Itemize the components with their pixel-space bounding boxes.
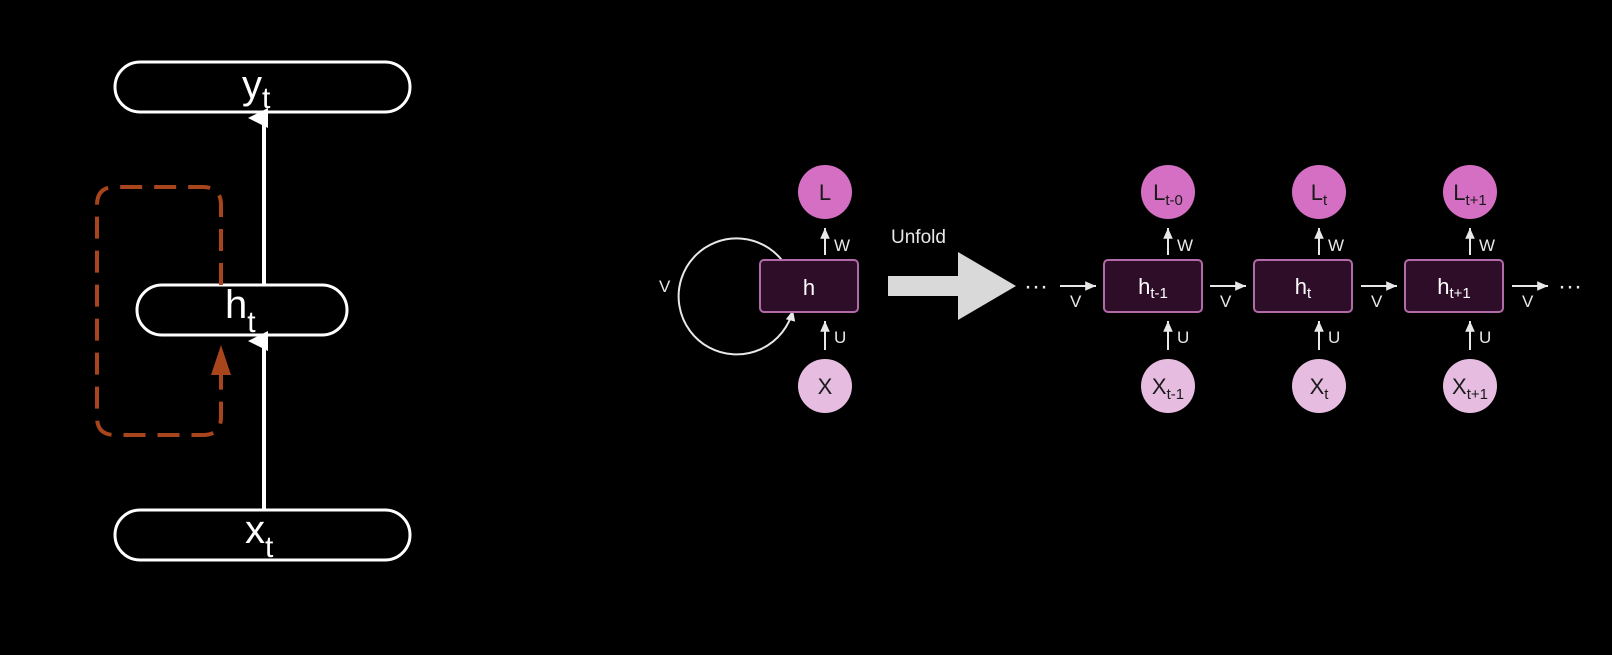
rolled-loss-node bbox=[798, 165, 852, 219]
recurrent-loop-arrowhead bbox=[211, 345, 231, 375]
step-loss-node bbox=[1141, 165, 1195, 219]
step-hidden-node bbox=[1253, 259, 1353, 313]
self-loop-v-label: V bbox=[659, 277, 671, 296]
svg-text:V: V bbox=[1522, 292, 1534, 311]
step-u-label: U bbox=[1328, 328, 1340, 347]
step-input-label: Xt-1 bbox=[1152, 374, 1184, 403]
input-label: xt bbox=[245, 508, 274, 564]
rolled-u-label: U bbox=[834, 328, 846, 347]
unfold-label: Unfold bbox=[891, 227, 946, 248]
step-loss-label: Lt+1 bbox=[1453, 180, 1487, 209]
hidden-label: ht bbox=[225, 283, 256, 339]
step-loss-node bbox=[1292, 165, 1346, 219]
step-loss-label: Lt bbox=[1311, 180, 1328, 209]
step-w-label: W bbox=[1328, 236, 1344, 255]
time-step-1: Lt W ht U Xt bbox=[1253, 165, 1353, 413]
step-loss-label: Lt-0 bbox=[1153, 180, 1183, 209]
rolled-w-label: W bbox=[834, 236, 850, 255]
step-hidden-node bbox=[1103, 259, 1203, 313]
hidden-node bbox=[135, 283, 349, 337]
chain-v-arrow-1: V bbox=[1210, 281, 1246, 311]
rolled-hidden-node bbox=[759, 259, 859, 313]
step-hidden-node bbox=[1404, 259, 1504, 313]
rolled-input-label: X bbox=[818, 374, 833, 399]
step-hidden-label: ht+1 bbox=[1437, 274, 1471, 302]
step-hidden-label: ht-1 bbox=[1138, 274, 1168, 302]
step-input-node bbox=[1292, 359, 1346, 413]
step-loss-node bbox=[1443, 165, 1497, 219]
svg-text:V: V bbox=[1220, 292, 1232, 311]
unrolled-chain: ··· ··· V V V V Lt-0 W ht-1 U bbox=[1024, 165, 1582, 413]
chain-v-arrow-0: V bbox=[1060, 281, 1096, 311]
step-u-label: U bbox=[1479, 328, 1491, 347]
rolled-hidden-label: h bbox=[803, 275, 815, 300]
rolled-loss-label: L bbox=[819, 180, 831, 205]
step-u-label: U bbox=[1177, 328, 1189, 347]
trailing-ellipsis: ··· bbox=[1558, 273, 1582, 300]
step-w-label: W bbox=[1479, 236, 1495, 255]
left-rnn-diagram: yt ht xt bbox=[95, 60, 412, 564]
leading-ellipsis: ··· bbox=[1024, 273, 1048, 300]
unfold-transition: Unfold bbox=[888, 227, 1016, 320]
recurrent-loop bbox=[95, 185, 223, 437]
step-input-node bbox=[1443, 359, 1497, 413]
chain-v-arrow-3: V bbox=[1512, 281, 1548, 311]
rolled-rnn: V L W h U X bbox=[659, 165, 859, 413]
step-input-node bbox=[1141, 359, 1195, 413]
time-step-2: Lt+1 W ht+1 U Xt+1 bbox=[1404, 165, 1504, 413]
step-hidden-label: ht bbox=[1295, 274, 1312, 302]
time-step-0: Lt-0 W ht-1 U Xt-1 bbox=[1103, 165, 1203, 413]
rolled-input-node bbox=[798, 359, 852, 413]
unfold-arrow-icon bbox=[888, 252, 1016, 320]
step-input-label: Xt bbox=[1310, 374, 1330, 403]
svg-text:V: V bbox=[1070, 292, 1082, 311]
chain-v-arrow-2: V bbox=[1361, 281, 1397, 311]
step-input-label: Xt+1 bbox=[1452, 374, 1488, 403]
step-w-label: W bbox=[1177, 236, 1193, 255]
self-loop bbox=[677, 237, 796, 356]
svg-text:V: V bbox=[1371, 292, 1383, 311]
output-label: yt bbox=[242, 63, 271, 115]
